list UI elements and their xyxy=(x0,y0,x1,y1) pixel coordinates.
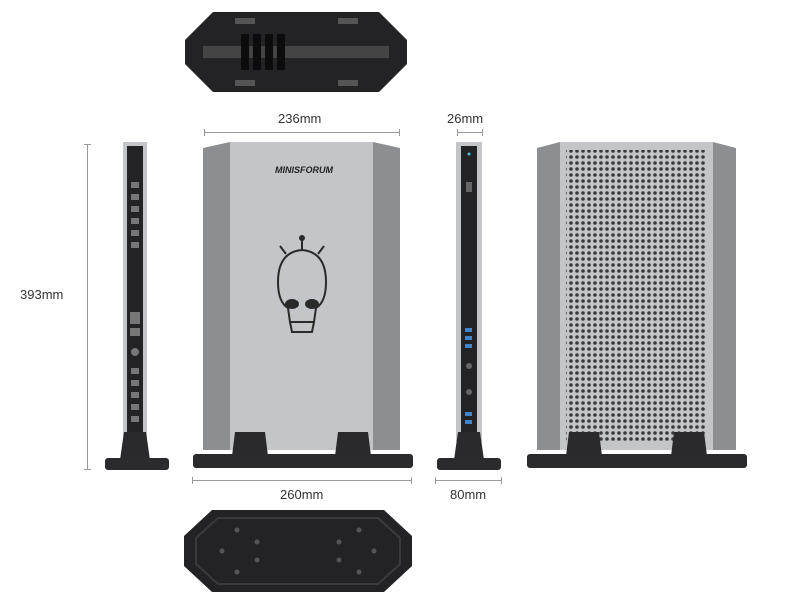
left-side-view xyxy=(105,142,169,470)
front-view xyxy=(193,142,413,468)
dim-width-front-line xyxy=(204,129,400,136)
dim-depth-base-line xyxy=(435,477,502,484)
dim-width-base-line xyxy=(192,477,412,484)
dim-height-label: 393mm xyxy=(20,287,64,302)
top-view xyxy=(185,12,407,92)
dim-depth-base-label: 80mm xyxy=(450,487,487,502)
brand-logo: MINISFORUM xyxy=(275,165,333,175)
right-side-view xyxy=(437,142,501,470)
dim-depth-side-label: 26mm xyxy=(447,111,484,126)
dim-height-line xyxy=(84,144,91,470)
bottom-view xyxy=(184,510,412,592)
dim-width-front-label: 236mm xyxy=(278,111,322,126)
back-view xyxy=(527,142,747,468)
dim-depth-side-line xyxy=(457,129,483,136)
dim-width-base-label: 260mm xyxy=(280,487,324,502)
